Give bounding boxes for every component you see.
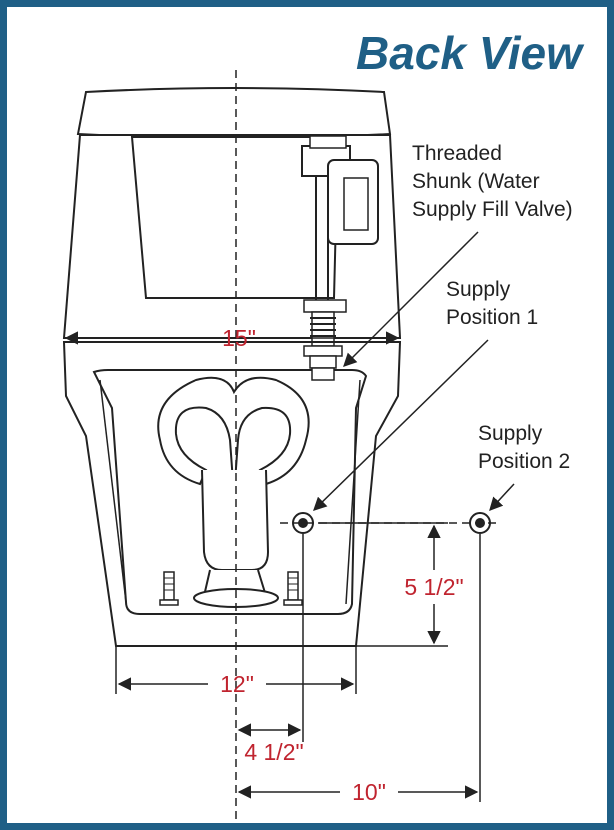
threaded-callout-line1: Threaded — [412, 142, 502, 165]
threaded-callout-line3: Supply Fill Valve) — [412, 198, 573, 221]
supply2-leader-arrow — [489, 483, 515, 511]
left-closet-bolt — [159, 571, 179, 606]
bowl-inner-ledge-right — [345, 379, 361, 605]
diagram-title: Back View — [356, 27, 582, 79]
threaded-leader-arrow — [343, 231, 479, 367]
threaded-callout-line2: Shunk (Water — [412, 170, 540, 193]
base-width-label: 12" — [220, 671, 254, 697]
offset1-label: 4 1/2" — [244, 739, 303, 765]
tank-lid — [76, 87, 392, 139]
supply1-leader-arrow — [313, 339, 489, 511]
supply2-callout-line2: Position 2 — [478, 450, 570, 473]
supply2-callout-line1: Supply — [478, 422, 543, 445]
supply1-callout-line2: Position 1 — [446, 306, 538, 329]
rough-height-label: 5 1/2" — [404, 574, 463, 600]
trapway-wings — [157, 376, 310, 497]
supply1-callout-line1: Supply — [446, 278, 511, 301]
right-closet-bolt — [283, 571, 303, 606]
trapway-pipe — [201, 469, 270, 571]
tank-width-label: 15" — [222, 325, 256, 351]
tank-inner-panel — [130, 136, 340, 299]
fill-valve — [301, 135, 379, 313]
bowl-inner-ledge — [99, 379, 127, 603]
offset2-label: 10" — [352, 779, 386, 805]
